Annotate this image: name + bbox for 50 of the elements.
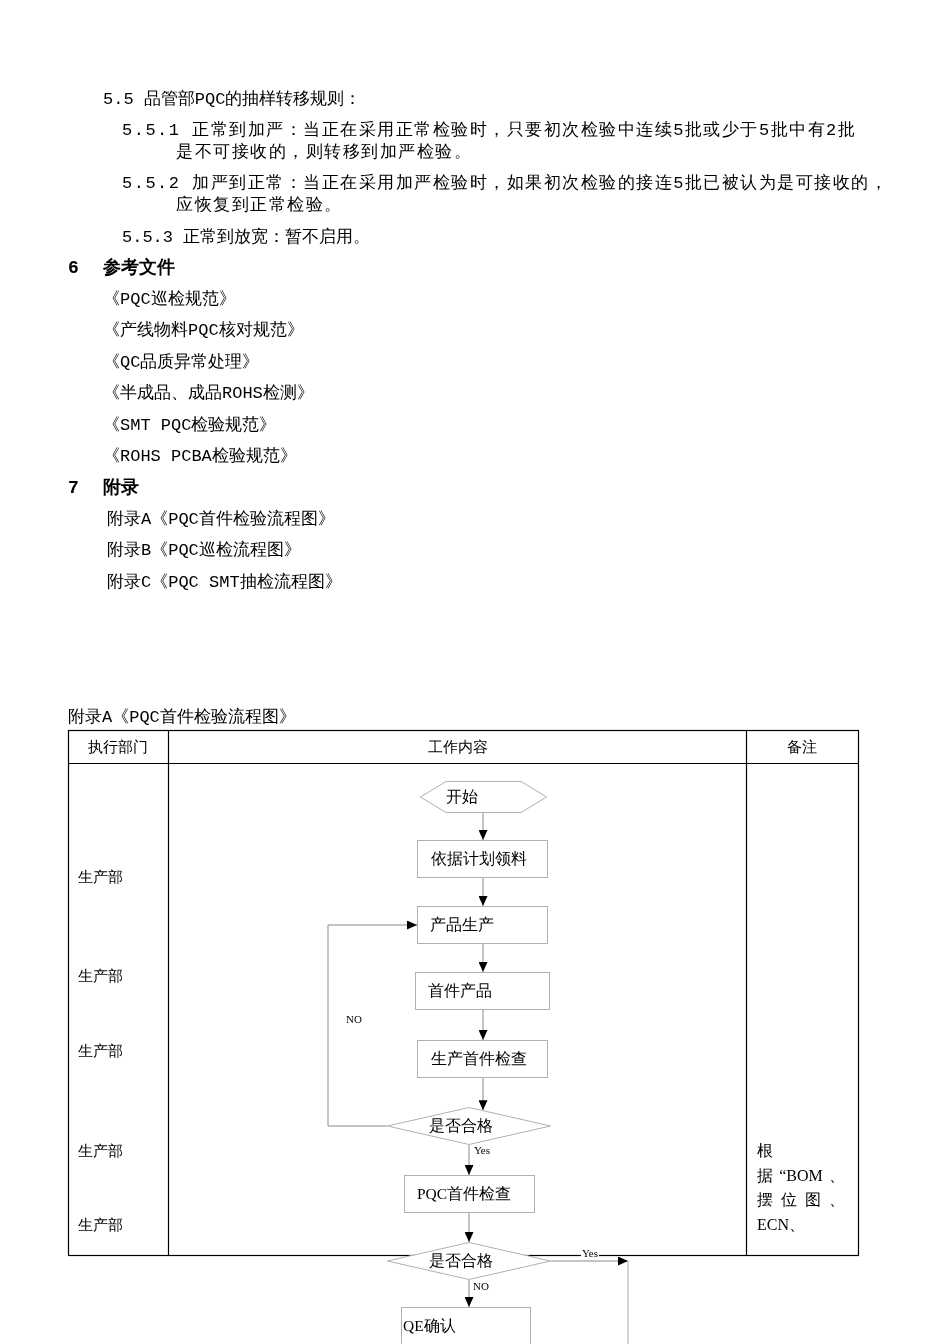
section-number: 7 [68,477,79,499]
rule-text: 5.5.1 正常到加严：当正在采用正常检验时，只要初次检验中连续5批或少于5批中有2批是不可接收的，则转移到加严检验。 [122,120,858,164]
process-box: PQC首件检查 [404,1175,535,1213]
process-box: 产品生产 [417,906,548,944]
edge-label: Yes [473,1144,491,1156]
process-box: 首件产品 [415,972,550,1010]
edge-label: NO [345,1013,363,1025]
appendix-item: 附录A《PQC首件检验流程图》 [107,509,335,531]
edge-label: Yes [581,1247,599,1259]
arrow [550,1256,629,1266]
figure-caption: 附录A《PQC首件检验流程图》 [68,707,296,729]
reference-title: 《PQC巡检规范》 [103,289,236,311]
reference-title: 《ROHS PCBA检验规范》 [103,446,297,468]
appendix-item: 附录B《PQC巡检流程图》 [107,540,301,562]
arrow [464,1212,474,1243]
edge-label: NO [472,1280,490,1292]
hexagon-box: 开始 [420,781,547,813]
section-heading: 参考文件 [103,257,175,279]
department-label: 生产部 [78,967,123,986]
rule-text: 5.5.3 正常到放宽：暂不启用。 [122,227,371,249]
column-header: 执行部门 [88,738,148,757]
remark-text: 根据“BOM、摆位图、ECN、 [757,1141,845,1236]
arrow [464,1144,474,1176]
department-label: 生产部 [78,1042,123,1061]
arrow [327,920,418,1127]
arrow [478,943,488,973]
arrow [464,1279,474,1308]
reference-title: 《产线物料PQC核对规范》 [103,320,304,343]
column-header: 备注 [787,738,817,757]
column-header: 工作内容 [428,738,488,757]
process-box: 依据计划领料 [417,840,548,878]
arrow [478,877,488,907]
rule-text: 5.5 品管部PQC的抽样转移规则： [103,89,362,111]
decision-diamond: 是否合格 [387,1107,551,1145]
process-box: 生产首件检查 [417,1040,548,1078]
section-number: 6 [68,257,79,279]
department-label: 生产部 [78,1216,123,1235]
department-label: 生产部 [78,1142,123,1161]
section-heading: 附录 [103,477,139,499]
process-box: QE确认 [401,1307,531,1344]
reference-title: 《SMT PQC检验规范》 [103,414,277,437]
decision-diamond: 是否合格 [387,1242,551,1280]
rule-text: 5.5.2 加严到正常：当正在采用加严检验时，如果初次检验的接连5批已被认为是可接收的，应恢复到正常检验。 [122,173,890,217]
arrow [478,812,488,841]
reference-title: 《半成品、成品ROHS检测》 [103,383,314,406]
arrow [478,1009,488,1041]
reference-title: 《QC品质异常处理》 [103,351,260,374]
appendix-item: 附录C《PQC SMT抽检流程图》 [107,572,342,594]
arrow [478,1077,488,1111]
department-label: 生产部 [78,868,123,887]
